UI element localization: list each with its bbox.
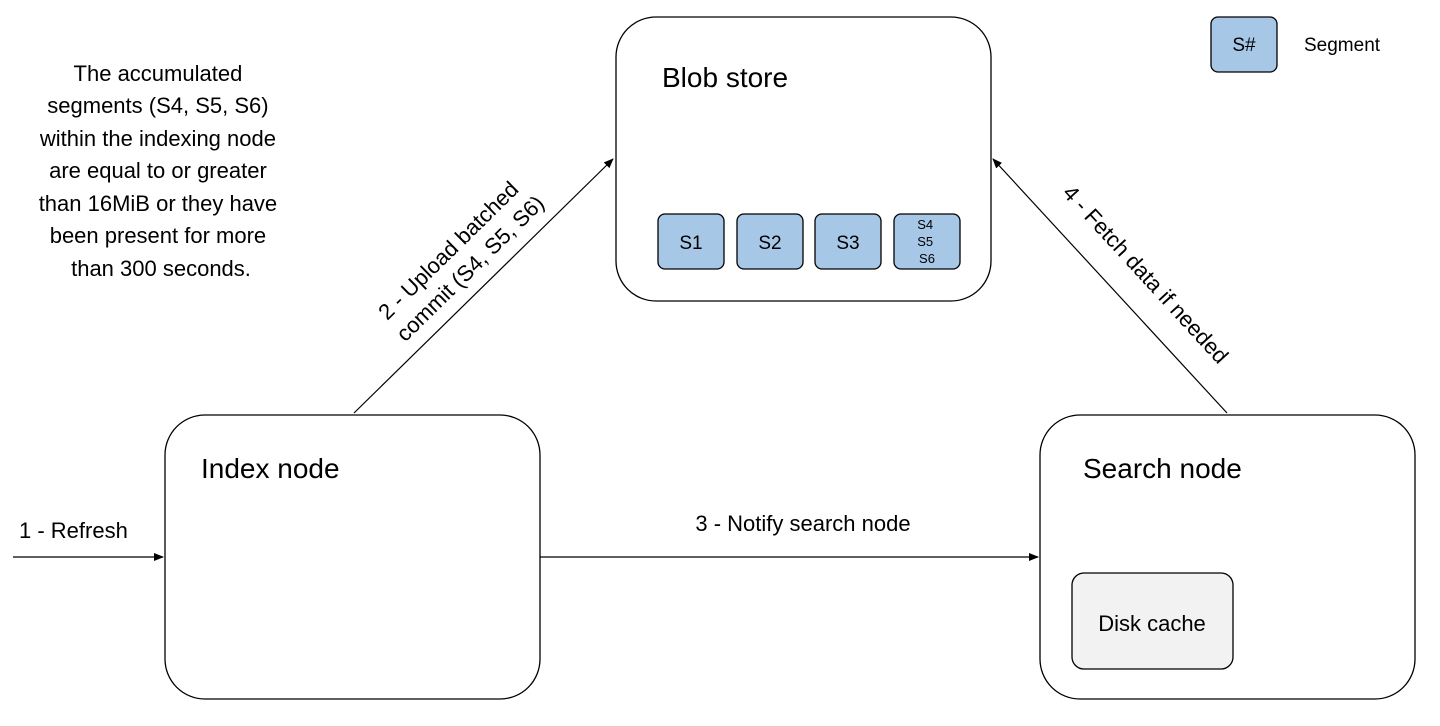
refresh-label: 1 - Refresh bbox=[19, 518, 128, 543]
fetch-label: 4 - Fetch data if needed bbox=[1058, 180, 1233, 368]
segment-batched-label: S4 S5 S6 bbox=[917, 217, 937, 266]
upload-label: 2 - Upload batched commit (S4, S5, S6) bbox=[372, 170, 550, 346]
batched-segment-s4: S4 bbox=[917, 217, 933, 232]
note-line: are equal to or greater bbox=[49, 158, 267, 183]
fetch-arrow bbox=[992, 158, 1228, 414]
segment-s3-label: S3 bbox=[836, 233, 859, 254]
note-line: been present for more bbox=[50, 223, 266, 248]
note-line: than 300 seconds. bbox=[71, 256, 251, 281]
notify-flow: 3 - Notify search node bbox=[540, 511, 1039, 561]
upload-arrow bbox=[353, 158, 614, 414]
search-node: Search node Disk cache bbox=[1039, 414, 1416, 700]
legend-description: Segment bbox=[1304, 35, 1381, 56]
segment-s2-label: S2 bbox=[758, 233, 781, 254]
refresh-flow: 1 - Refresh bbox=[13, 518, 164, 561]
notify-label: 3 - Notify search node bbox=[695, 511, 910, 536]
note-line: segments (S4, S5, S6) bbox=[47, 93, 268, 118]
segment-condition-note: The accumulated segments (S4, S5, S6) wi… bbox=[39, 61, 284, 281]
blob-store-title: Blob store bbox=[662, 62, 788, 93]
upload-flow: 2 - Upload batched commit (S4, S5, S6) bbox=[353, 158, 614, 414]
note-line: than 16MiB or they have bbox=[39, 191, 277, 216]
disk-cache-label: Disk cache bbox=[1098, 611, 1206, 636]
segment-s3 bbox=[814, 213, 882, 270]
legend-swatch-label: S# bbox=[1232, 35, 1256, 56]
segment-s1-label: S1 bbox=[679, 233, 702, 254]
index-node: Index node bbox=[164, 414, 541, 700]
legend-segment-swatch bbox=[1210, 16, 1278, 73]
batched-segment-s5: S5 bbox=[917, 234, 933, 249]
segment-batched bbox=[893, 213, 961, 270]
index-node-title: Index node bbox=[201, 453, 340, 484]
note-line: The accumulated bbox=[74, 61, 243, 86]
fetch-flow: 4 - Fetch data if needed bbox=[992, 158, 1233, 414]
segment-s2 bbox=[736, 213, 804, 270]
legend: S# Segment bbox=[1210, 16, 1381, 73]
search-node-title: Search node bbox=[1083, 453, 1242, 484]
disk-cache-box bbox=[1071, 572, 1234, 670]
blob-store-node: Blob store S1 S2 S3 S4 S5 S6 bbox=[615, 16, 992, 302]
segment-s1 bbox=[657, 213, 725, 270]
note-line: within the indexing node bbox=[39, 126, 276, 151]
batched-segment-s6: S6 bbox=[919, 251, 935, 266]
